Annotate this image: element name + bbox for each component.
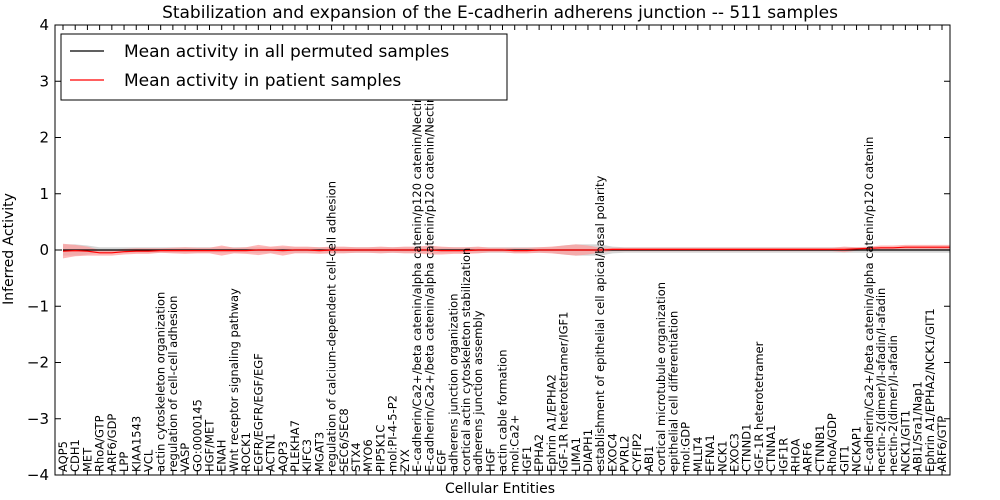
x-tick-label: EPHA2 [532,434,546,472]
x-tick-label: mol:PI-4-5-P2 [386,395,400,472]
x-tick-label: adherens junction organization [447,294,461,472]
x-tick-label: ARF6/GTP [935,416,949,472]
x-tick-label: DIAPH1 [581,429,595,472]
x-tick-label: MGAT3 [312,432,326,472]
x-tick-label: Ephrin A1/EPHA2/NCK1/GIT1 [923,308,937,472]
x-tick-label: LIMA1 [569,437,583,472]
x-axis-label: Cellular Entities [445,481,555,497]
series-1-band [63,243,950,259]
x-tick-label: EXOC4 [605,433,619,472]
x-tick-label: EXOC3 [728,433,742,472]
series-1-line [62,246,950,254]
x-tick-label: EFNA1 [703,434,717,472]
x-tick-label: mol:GDP [679,422,693,472]
x-tick-label: EGF [435,449,449,472]
x-tick-label: Wnt receptor signaling pathway [227,288,241,472]
x-tick-label: AQP3 [276,441,290,472]
x-tick-label: CTNNB1 [813,425,827,472]
x-tick-label: regulation of calcium-dependent cell-cel… [325,181,339,472]
x-tick-label: RhoA/GTP [93,415,107,472]
x-tick-label: cortical actin cytoskeleton stabilizatio… [459,248,473,472]
chart-title: Stabilization and expansion of the E-cad… [162,3,838,23]
x-tick-label: STX4 [349,442,363,472]
x-tick-label: VCL [142,449,156,472]
x-tick-label: NCK1 [715,441,729,473]
x-tick-label: ACTN1 [264,433,278,472]
x-tick-label: RHOA [789,439,803,472]
x-tick-label: MYO6 [361,439,375,472]
x-tick-label: GO:0000145 [190,399,204,472]
x-tick-label: epithelial cell differentiation [666,311,680,472]
x-tick-label: GIT1 [837,445,851,472]
legend: Mean activity in all permuted samplesMea… [60,33,508,101]
x-tick-label: PVRL2 [618,435,632,472]
x-tick-label: nectin-2(dimer)/I-afadin/I-afadin [874,288,888,472]
y-axis-label: Inferred Activity [1,193,17,305]
x-tick-label: nectin-2(dimer)/I-afadin [886,335,900,472]
x-tick-label: AQP5 [56,441,70,472]
x-tick-label: MLLT4 [691,437,705,473]
x-tick-label: LPP [117,452,131,472]
legend-box [60,33,508,101]
x-tick-label: EGFR/EGFR/EGF/EGF [251,353,265,472]
x-tick-label: adherens junction assembly [471,310,485,472]
x-tick-label: ROCK1 [239,432,253,472]
x-tick-label: KIAA1543 [129,416,143,472]
x-tick-label: CTNNA1 [764,425,778,472]
x-tick-label: MET [80,447,94,472]
x-tick-label: mol:Ca2+ [508,415,522,472]
y-tick-label: 3 [39,72,49,90]
x-tick-label: E-cadherin/Ca2+/beta catenin/alpha caten… [422,96,436,472]
x-tick-label: HGF [483,448,497,472]
x-tick-label: E-cadherin/Ca2+/beta catenin/alpha caten… [410,96,424,472]
legend-label-1: Mean activity in patient samples [124,71,401,91]
x-tick-label: IGF-1R heterotetramer [752,341,766,472]
x-tick-label: IGF1 [520,446,534,472]
y-tick-label: 4 [39,16,49,34]
x-tick-label: PIP5K1C [373,425,387,472]
x-tick-label: CDH1 [68,439,82,472]
x-tick-label: RhoA/GDP [825,413,839,472]
legend-label-0: Mean activity in all permuted samples [124,42,449,62]
x-tick-label: HGF/MET [203,419,217,472]
x-tick-label: CTNND1 [740,424,754,472]
x-tick-label: NCKAP1 [850,426,864,472]
x-tick-label: cortical microtubule organization [654,282,668,472]
plot-interior [55,243,950,259]
x-tick-label: ABI1/Sra1/Nap1 [911,381,925,472]
x-tick-label: IGF-1R heterotetramer/IGF1 [557,312,571,472]
x-tick-label: KIFC3 [300,439,314,472]
y-tick-label: −3 [27,410,49,428]
x-tick-label: IGF1R [776,438,790,472]
x-tick-label: PLEKHA7 [288,420,302,472]
plot-area: −4 −3 −2 −1 0 1 2 3 4AQP5CDH1METRhoA/GTPARF6/GDP… [27,16,951,484]
x-tick-label: SEC6/SEC8 [337,408,351,472]
x-tick-label: actin cytoskeleton organization [154,292,168,472]
y-tick-label: 2 [39,129,49,147]
x-tick-label: E-cadherin/Ca2+/beta catenin/alpha caten… [862,137,876,472]
x-tick-label: NCK1/GIT1 [898,410,912,472]
x-tick-label: actin cable formation [496,349,510,472]
x-tick-label: establishment of epithelial cell apical/… [593,176,607,472]
x-tick-label: ARF6/GDP [105,414,119,472]
x-tick-label: VASP [178,443,192,472]
x-tick-label: ABI1 [642,446,656,472]
x-tick-label: ARF6 [801,442,815,472]
x-tick-label: ENAH [215,440,229,472]
y-tick-label: 0 [39,241,49,259]
x-tick-label: Ephrin A1/EPHA2 [544,374,558,472]
x-tick-label: CYFIP2 [630,433,644,472]
y-tick-label: −1 [27,297,49,315]
x-tick-label: ZYX [398,449,412,472]
y-tick-label: −2 [27,354,49,372]
x-tick-label: regulation of cell-cell adhesion [166,296,180,472]
y-tick-label: 1 [39,185,49,203]
y-tick-label: −4 [27,466,49,484]
